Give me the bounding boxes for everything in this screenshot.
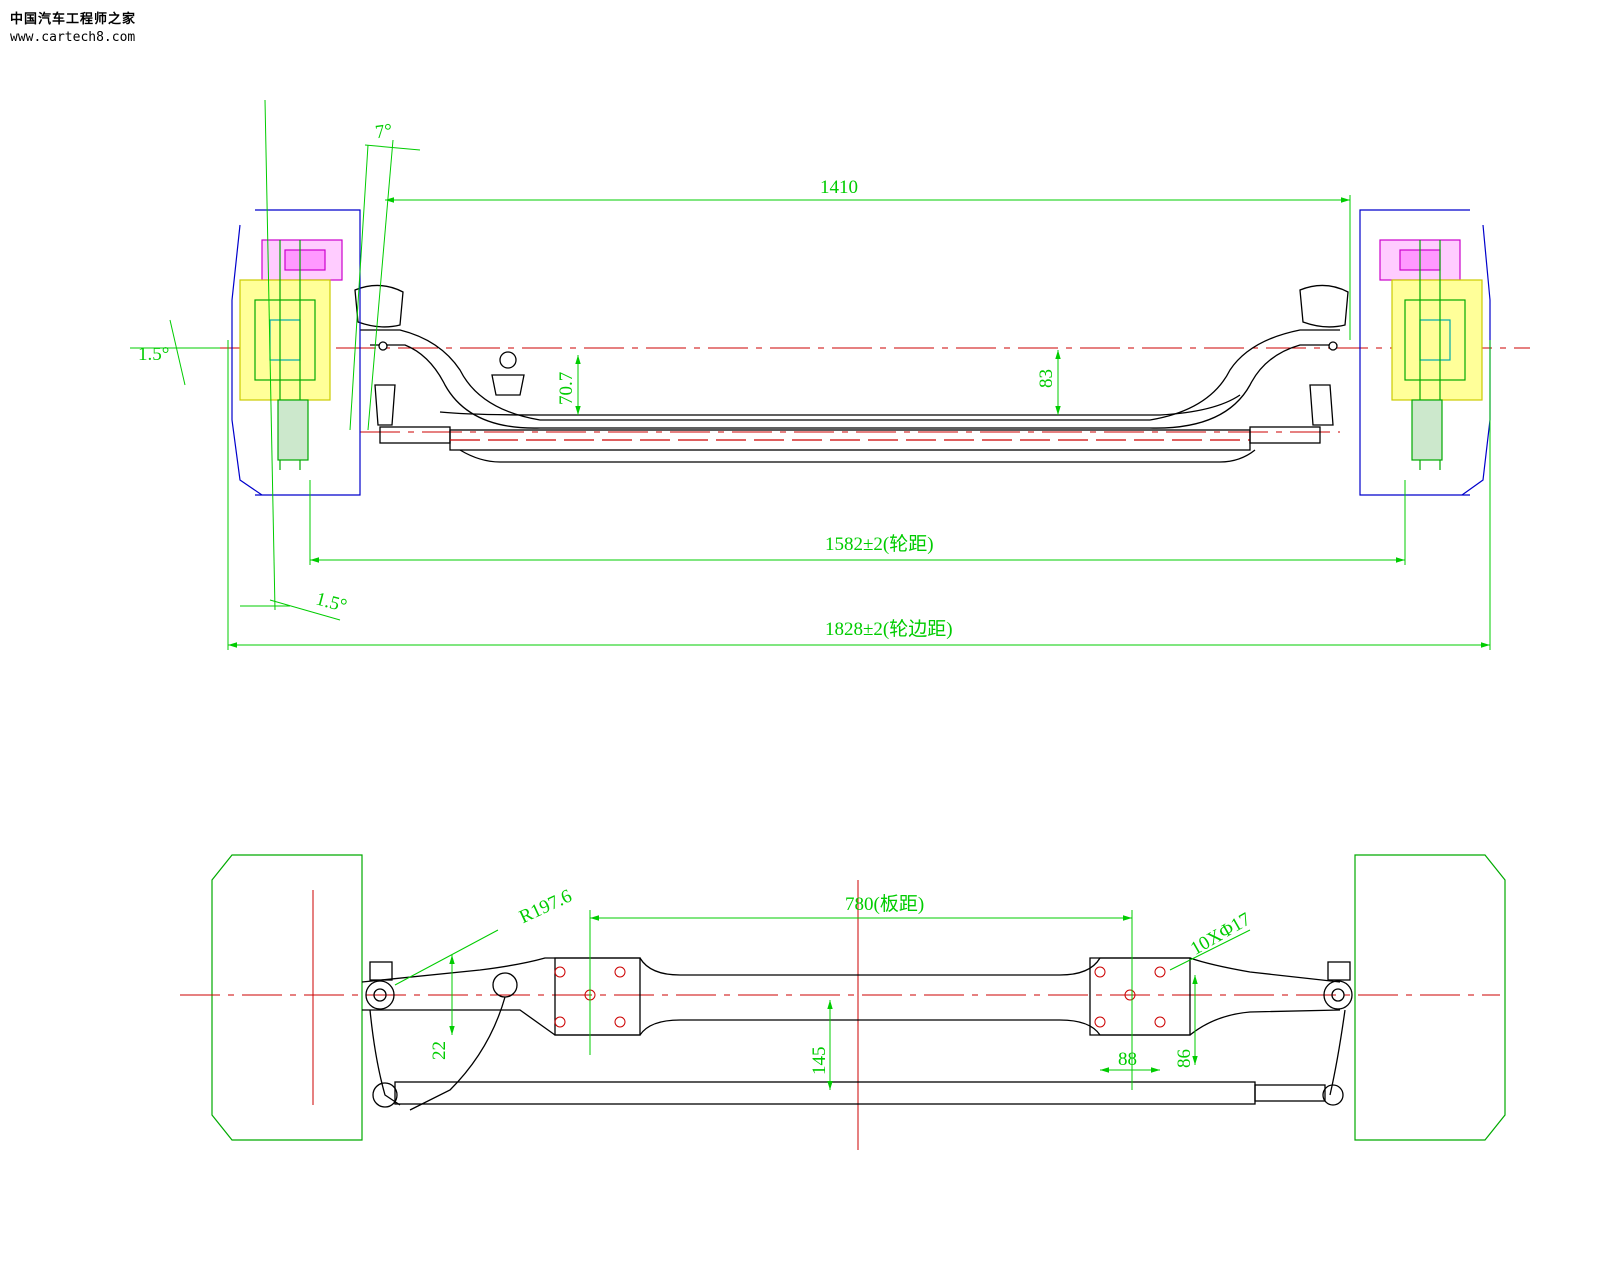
right-wheel-assembly [1359,209,1491,496]
front-dimensions [130,99,1491,650]
left-wheel-assembly [231,209,361,496]
top-view: R197.6 780(板距) 10XΦ17 22 145 88 86 [180,854,1506,1150]
dim-drop-left: 70.7 [556,372,577,405]
bolt-holes [554,966,1166,1028]
dim-camber-bottom: 1.5° [313,589,349,617]
dim-pad-depth: 86 [1174,1049,1195,1068]
steering-linkage-top [365,961,1353,1111]
top-dimensions [394,910,1251,1090]
dim-pad-width: 88 [1118,1049,1137,1070]
knuckle-bosses [354,284,1349,328]
ball-joints [374,341,1338,426]
beam-top [361,957,1341,1036]
dim-kingpin-angle: 7° [374,120,394,143]
dim-overall-width: 1828±2(轮边距) [825,618,953,640]
dim-radius: R197.6 [516,886,575,928]
dim-offset-left: 22 [429,1041,450,1060]
dim-spring-pad-distance: 780(板距) [845,893,924,915]
dim-camber-left: 1.5° [138,344,169,365]
tires [211,854,1506,1141]
dim-offset-center: 145 [809,1047,830,1076]
axle-beam [360,329,1340,429]
tie-rod [379,426,1321,463]
dim-drop-right: 83 [1036,369,1057,388]
front-view: 7° 1410 1.5° 70.7 83 1582±2(轮距) 1.5° 182… [130,99,1530,650]
dim-bolt-holes: 10XΦ17 [1187,909,1254,960]
dim-kingpin-span: 1410 [820,177,858,198]
dim-track-width: 1582±2(轮距) [825,533,934,555]
watermark-title: 中国汽车工程师之家 [10,12,137,27]
watermark-url: www.cartech8.com [10,30,136,45]
